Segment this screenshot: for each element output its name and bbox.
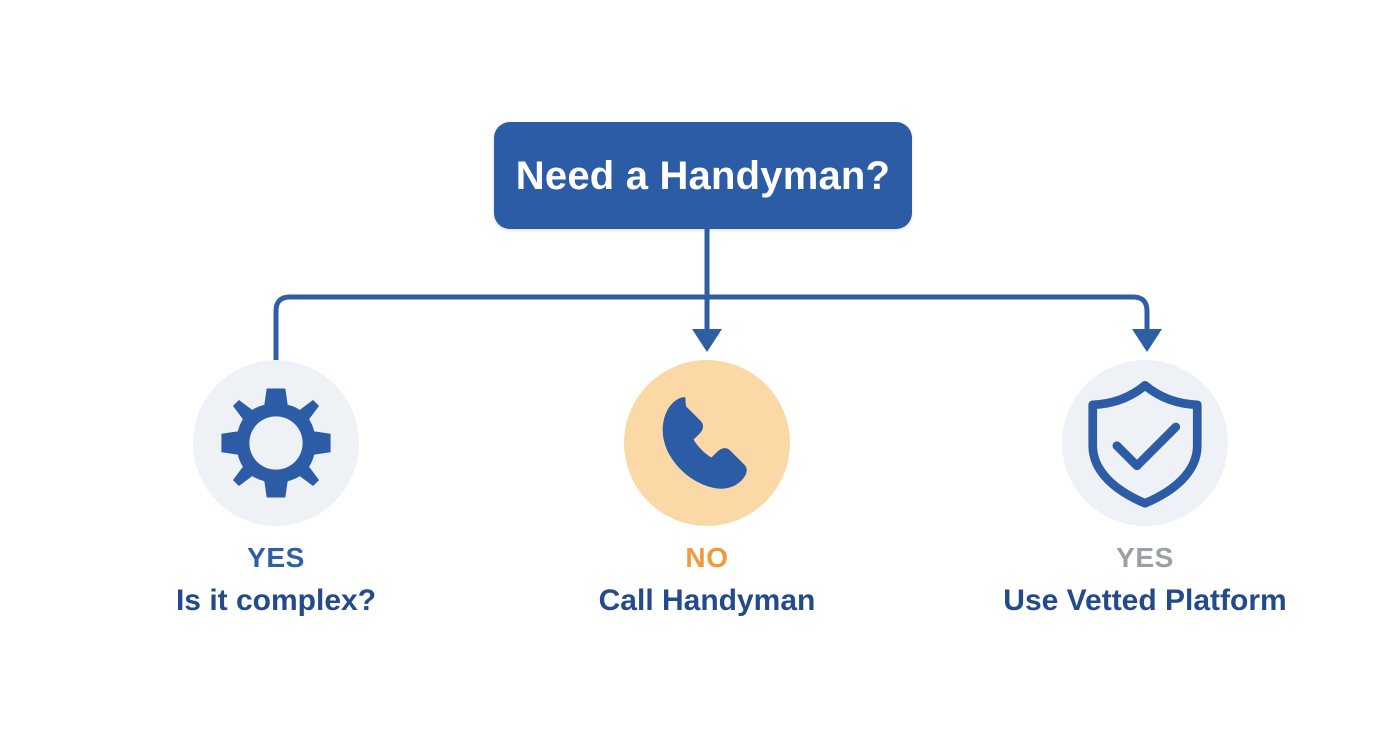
connector-branch-right [707,294,1150,330]
shield-check-icon [1088,381,1202,508]
branch-node-call-handyman[interactable]: NO Call Handyman [599,360,815,616]
root-decision-box[interactable]: Need a Handyman? [494,122,912,229]
connector-branch-left [273,294,707,360]
gear-icon [221,388,331,498]
branch-answer-badge: NO [685,542,729,573]
branch-caption: Is it complex? [175,584,377,617]
branch-node-use-vetted-platform[interactable]: YES Use Vetted Platform [1003,360,1287,616]
node-circle-gear [193,360,359,526]
arrowhead-right-icon [1132,329,1162,352]
arrowhead-middle-icon [692,329,722,352]
branch-answer-badge: YES [247,542,305,573]
node-circle-phone [624,360,790,526]
branch-node-is-it-complex[interactable]: YES Is it complex? [176,360,376,616]
branch-answer-badge: YES [1116,542,1174,573]
branch-caption: Call Handyman [598,584,816,617]
phone-icon [662,397,747,489]
root-decision-label: Need a Handyman? [515,153,891,198]
node-circle-shield [1062,360,1228,526]
branch-caption: Use Vetted Platform [1003,584,1287,617]
